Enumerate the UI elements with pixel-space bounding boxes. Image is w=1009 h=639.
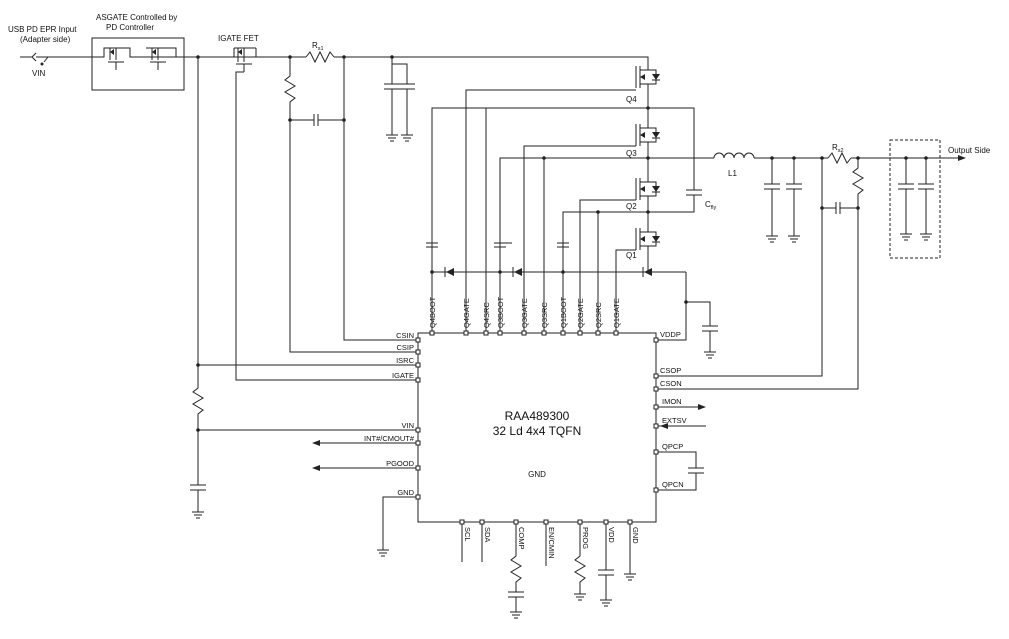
q1-fet <box>635 222 660 262</box>
pin-q1gate: Q1GATE <box>612 298 621 328</box>
left-pins: CSIN CSIP ISRC IGATE VIN INT#/CMOUT# PGO… <box>364 331 421 500</box>
pin-csip: CSIP <box>396 343 414 352</box>
pin-q2src: Q2SRC <box>594 302 603 328</box>
pin-vddp: VDDP <box>660 330 681 339</box>
pin-qpcn: QPCN <box>662 480 684 489</box>
pin-cson: CSON <box>660 379 682 388</box>
input-capacitors <box>384 57 415 142</box>
input-connector <box>20 52 92 66</box>
q3-label: Q3 <box>626 149 637 158</box>
bottom-pins: SCL SDA COMP EN/CMIN PROG VDD GND <box>459 519 640 559</box>
pin-scl: SCL <box>463 527 472 542</box>
pin-extsv: EXTSV <box>662 416 687 425</box>
pin-en-cmin: EN/CMIN <box>547 527 556 559</box>
pin-isrc: ISRC <box>396 356 415 365</box>
rs2-resistor <box>827 151 852 165</box>
ic-package: 32 Ld 4x4 TQFN <box>493 424 582 438</box>
ic-name: RAA489300 <box>505 409 570 423</box>
pin-q4gate: Q4GATE <box>462 298 471 328</box>
l1-inductor <box>713 152 755 159</box>
pin-q4boot: Q4BOOT <box>428 296 437 328</box>
q2-fet <box>635 168 660 222</box>
pin-sda: SDA <box>483 527 492 542</box>
pin-imon: IMON <box>662 397 682 406</box>
q4-label: Q4 <box>626 95 637 104</box>
asgate-label-line2: PD Controller <box>106 23 154 32</box>
igate-fet-label: IGATE FET <box>218 34 259 43</box>
vin-input-label: VIN <box>32 69 46 78</box>
pin-csin: CSIN <box>396 331 414 340</box>
pin-pgood: PGOOD <box>386 459 415 468</box>
output-filter-block <box>889 139 966 259</box>
usb-input-label: USB PD EPR Input <box>8 25 77 34</box>
top-pins: Q4BOOT Q4GATE Q4SRC Q3BOOT Q3GATE Q3SRC … <box>428 296 621 336</box>
rs1-resistor <box>305 50 335 64</box>
pin-q4src: Q4SRC <box>482 302 491 328</box>
igate-fet <box>228 47 262 72</box>
rs1-label: Rs1 <box>312 41 324 52</box>
pin-gnd-left: GND <box>397 488 414 497</box>
pin-q3boot: Q3BOOT <box>496 296 505 328</box>
right-pins: VDDP CSOP CSON IMON EXTSV QPCP QPCN <box>653 330 687 493</box>
l1-label: L1 <box>728 169 737 178</box>
output-side-label: Output Side <box>948 146 991 155</box>
pin-q3gate: Q3GATE <box>520 298 529 328</box>
pin-prog: PROG <box>581 527 590 549</box>
pin-qpcp: QPCP <box>662 442 683 451</box>
asgate-label-line1: ASGATE Controlled by <box>96 13 177 22</box>
cfly-capacitor <box>648 107 702 213</box>
pin-gnd-bottom: GND <box>631 527 640 544</box>
asgate-fet-block <box>91 37 185 91</box>
pin-csop: CSOP <box>660 366 681 375</box>
pin-int-cmout: INT#/CMOUT# <box>364 434 415 443</box>
pin-vin: VIN <box>401 421 414 430</box>
cfly-label: Cfly <box>705 200 717 211</box>
q1-label: Q1 <box>626 251 637 260</box>
pin-q3src: Q3SRC <box>540 302 549 328</box>
pin-q2gate: Q2GATE <box>576 298 585 328</box>
adapter-side-label: (Adapter side) <box>20 35 71 44</box>
ic-gnd-label: GND <box>528 470 546 479</box>
pin-comp: COMP <box>517 527 526 550</box>
pin-vdd: VDD <box>607 527 616 543</box>
q2-label: Q2 <box>626 202 637 211</box>
pin-igate: IGATE <box>392 371 414 380</box>
output-capacitors <box>764 158 802 243</box>
q4-fet <box>635 64 660 108</box>
rs2-label: Rs2 <box>832 143 844 154</box>
q3-fet <box>635 108 660 168</box>
pin-q1boot: Q1BOOT <box>559 296 568 328</box>
